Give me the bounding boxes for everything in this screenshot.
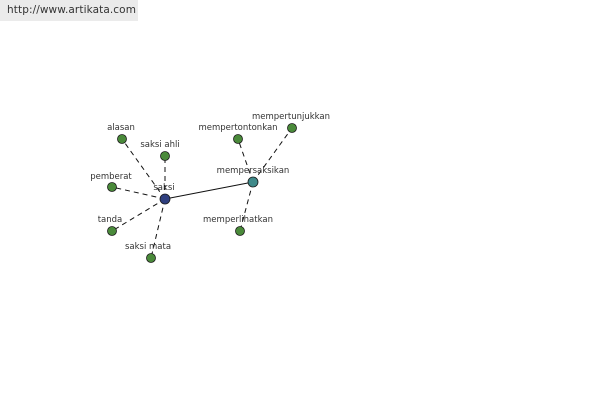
node-label-tanda[interactable]: tanda: [98, 215, 123, 225]
edge-saksi-mempersaksikan: [164, 181, 254, 200]
edge-saksi-pemberat: [111, 186, 166, 200]
node-mempertontonkan[interactable]: [233, 134, 243, 144]
node-saksi-mata[interactable]: [146, 253, 156, 263]
edge-mempersaksikan-mempertunjukkan: [252, 127, 293, 183]
node-saksi-ahli[interactable]: [160, 151, 170, 161]
edge-saksi-alasan: [121, 138, 166, 200]
node-alasan[interactable]: [117, 134, 127, 144]
node-label-memperlihatkan[interactable]: memperlihatkan: [203, 215, 273, 225]
node-label-pemberat[interactable]: pemberat: [90, 172, 132, 182]
node-label-mempertunjukkan[interactable]: mempertunjukkan: [252, 112, 330, 122]
node-label-alasan[interactable]: alasan: [107, 123, 135, 133]
site-url[interactable]: http://www.artikata.com: [0, 0, 138, 21]
edge-mempersaksikan-mempertontonkan: [237, 138, 254, 183]
nodes-layer: [107, 123, 297, 263]
node-label-saksi-mata[interactable]: saksi mata: [125, 242, 171, 252]
edge-saksi-tanda: [111, 198, 166, 232]
node-tanda[interactable]: [107, 226, 117, 236]
edges-layer: [111, 127, 293, 259]
node-mempersaksikan[interactable]: [247, 176, 259, 188]
node-label-mempersaksikan[interactable]: mempersaksikan: [217, 166, 290, 176]
node-memperlihatkan[interactable]: [235, 226, 245, 236]
labels-layer: saksi mempersaksikan alasan saksi ahli pembe…: [90, 112, 330, 252]
node-label-saksi-ahli[interactable]: saksi ahli: [140, 140, 179, 150]
node-label-mempertontonkan[interactable]: mempertontonkan: [198, 123, 277, 133]
edge-saksi-saksi-mata: [150, 198, 166, 259]
node-mempertunjukkan[interactable]: [287, 123, 297, 133]
node-saksi[interactable]: [159, 193, 171, 205]
node-pemberat[interactable]: [107, 182, 117, 192]
node-label-saksi[interactable]: saksi: [153, 183, 174, 193]
